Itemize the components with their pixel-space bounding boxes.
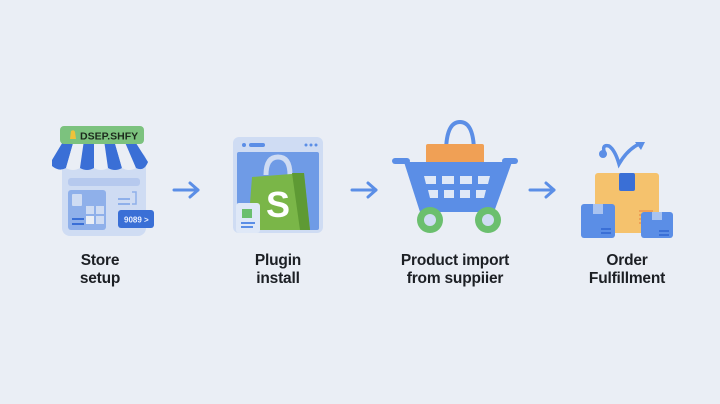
arrow-2 — [348, 180, 382, 200]
label-order-fulfillment: Order Fulfillment — [588, 252, 666, 287]
shopify-plugin-icon: S — [233, 137, 323, 233]
label-store-setup: Store setup — [79, 252, 121, 287]
storefront-icon: DSEP.SHFY 9089 > — [52, 126, 154, 236]
shopify-s-letter: S — [266, 184, 290, 225]
store-sign-text: DSEP.SHFY — [80, 131, 138, 143]
packages-icon — [581, 142, 673, 238]
arrow-3 — [526, 180, 560, 200]
step-store-setup: DSEP.SHFY 9089 > — [40, 122, 170, 240]
arrow-right-icon — [528, 181, 556, 199]
label-product-import: Product import from suppiier — [400, 252, 510, 287]
step-order-fulfillment — [575, 140, 679, 240]
store-button-text: 9089 > — [124, 216, 149, 225]
arrow-right-icon — [350, 181, 378, 199]
arrow-1 — [170, 180, 204, 200]
label-plugin-install: Plugin install — [254, 252, 302, 287]
step-product-import — [390, 118, 520, 236]
step-plugin-install: S — [230, 135, 326, 235]
shopping-cart-icon — [392, 119, 518, 233]
arrow-right-icon — [172, 181, 200, 199]
